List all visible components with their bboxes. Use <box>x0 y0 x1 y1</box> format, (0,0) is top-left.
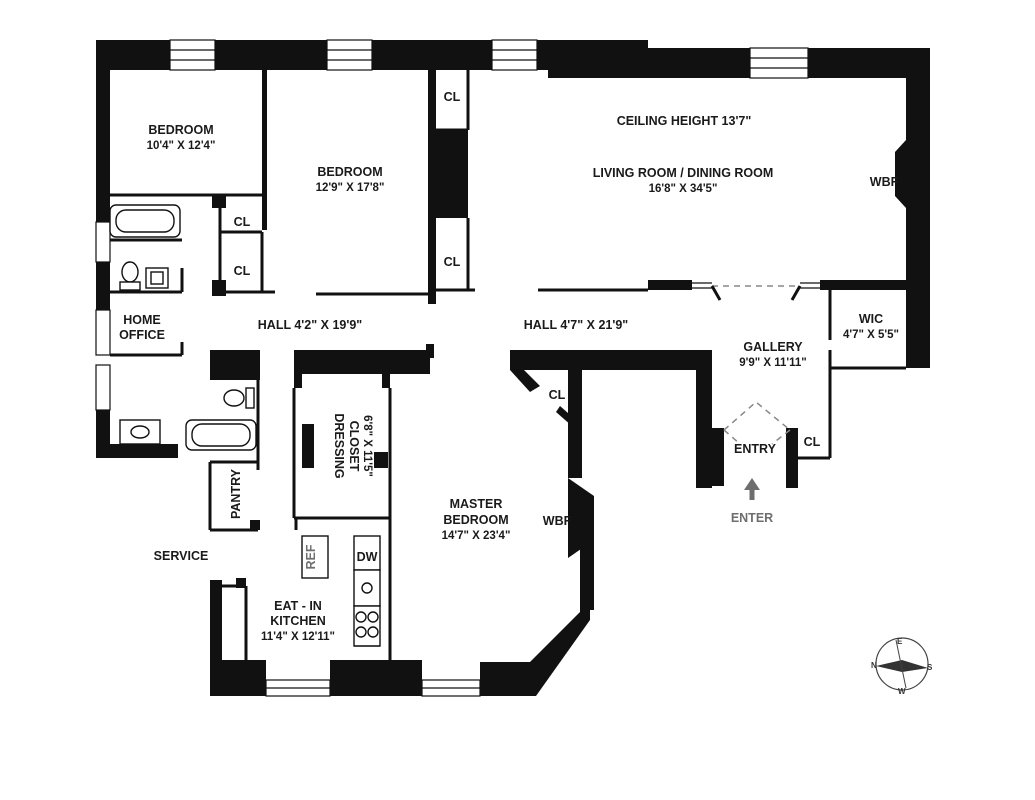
room-labels: BEDROOM 10'4" X 12'4" BEDROOM 12'9" X 17… <box>119 90 899 643</box>
gallery-dims: 9'9" X 11'11" <box>739 357 807 369</box>
closet-label: CL <box>234 215 251 229</box>
windows <box>95 39 809 697</box>
home-office-line2: OFFICE <box>119 328 165 342</box>
bedroom1-name: BEDROOM <box>148 123 213 137</box>
compass-e: E <box>897 637 903 646</box>
master-dims: 14'7" X 23'4" <box>442 530 511 542</box>
closet-label: CL <box>804 435 821 449</box>
kitchen-dims: 11'4" X 12'11" <box>261 631 335 643</box>
kitchen-line1: EAT - IN <box>274 599 322 613</box>
master-line2: BEDROOM <box>443 513 508 527</box>
entry-name: ENTRY <box>734 442 777 456</box>
hall-right-label: HALL 4'7" X 21'9" <box>524 318 628 332</box>
living-room-dims: 16'8" X 34'5" <box>649 183 718 195</box>
wbf-label: WBF <box>543 514 572 528</box>
enter-arrow <box>744 478 760 500</box>
dressing-line1: DRESSING <box>332 413 346 478</box>
closet-label: CL <box>549 388 566 402</box>
home-office-line1: HOME <box>123 313 161 327</box>
bedroom1-dims: 10'4" X 12'4" <box>147 140 216 152</box>
wic-name: WIC <box>859 312 883 326</box>
compass-n: N <box>871 661 877 670</box>
interior-walls <box>110 70 906 662</box>
enter-label: ENTER <box>731 511 773 525</box>
hall-left-label: HALL 4'2" X 19'9" <box>258 318 362 332</box>
dressing-line2: CLOSET <box>347 421 361 472</box>
bedroom2-name: BEDROOM <box>317 165 382 179</box>
closet-label: CL <box>444 90 461 104</box>
closet-label: CL <box>444 255 461 269</box>
ceiling-height: CEILING HEIGHT 13'7" <box>617 114 752 128</box>
dw-label: DW <box>357 550 378 564</box>
ref-label: REF <box>304 544 318 569</box>
master-line1: MASTER <box>450 497 503 511</box>
wbf-label: WBF <box>870 175 899 189</box>
gallery-name: GALLERY <box>743 340 803 354</box>
wic-dims: 4'7" X 5'5" <box>843 329 899 341</box>
compass-icon: E N S W <box>871 637 933 696</box>
kitchen-line2: KITCHEN <box>270 614 326 628</box>
pantry-name: PANTRY <box>229 468 243 519</box>
exterior-walls <box>96 40 930 696</box>
service-name: SERVICE <box>154 549 209 563</box>
bedroom2-dims: 12'9" X 17'8" <box>316 182 385 194</box>
compass-s: S <box>927 663 933 672</box>
compass-w: W <box>898 687 906 696</box>
dressing-dims: 6'8" X 11'5" <box>361 415 373 477</box>
closet-label: CL <box>234 264 251 278</box>
fixtures <box>109 204 381 647</box>
living-room-name: LIVING ROOM / DINING ROOM <box>593 166 774 180</box>
